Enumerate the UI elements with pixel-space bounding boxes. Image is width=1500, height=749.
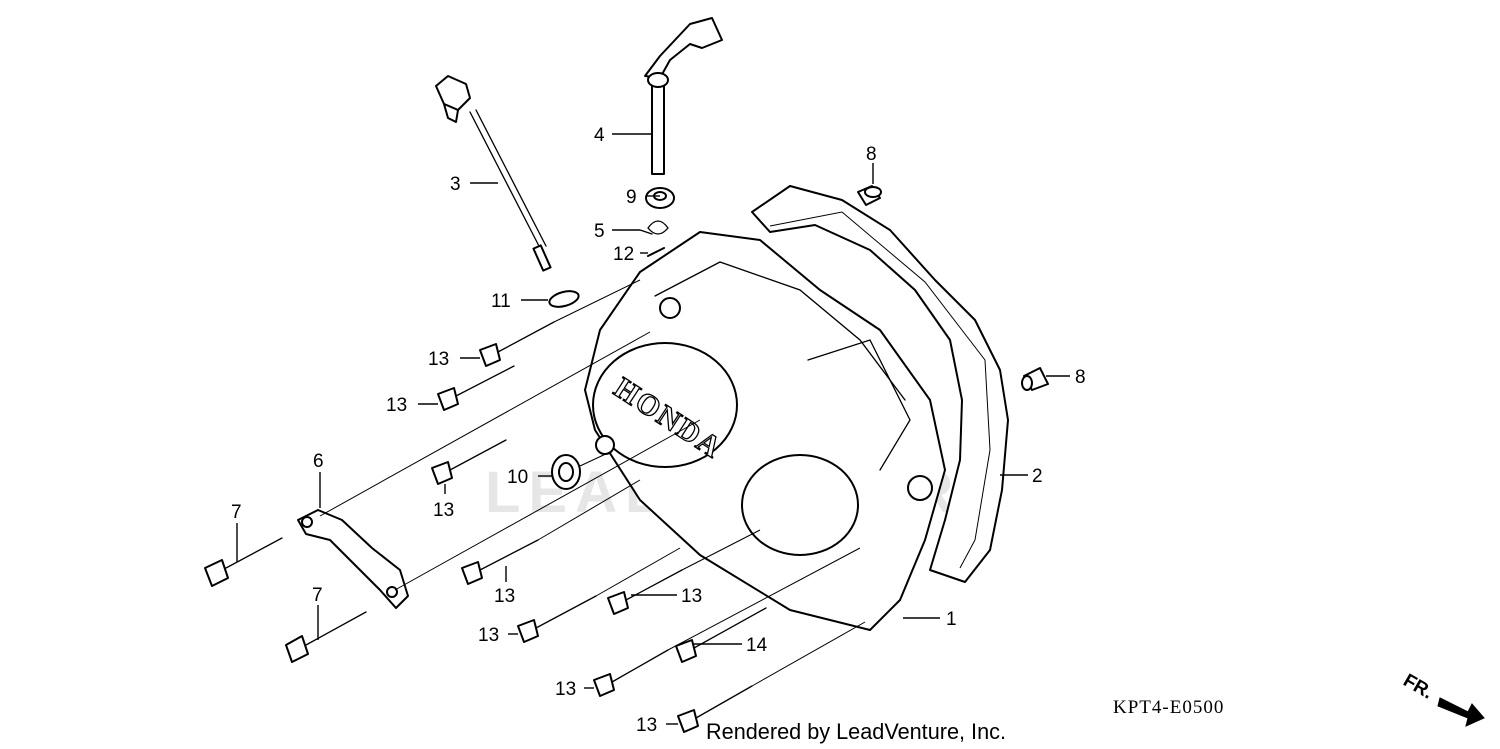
front-arrow-icon: [1437, 697, 1485, 727]
oil-seal-part-9[interactable]: [645, 187, 675, 209]
bolt-part-13-b[interactable]: [437, 365, 515, 411]
bolt-part-7-upper[interactable]: [204, 537, 283, 587]
callout-3[interactable]: 3: [450, 174, 461, 195]
callout-13-f[interactable]: 13: [478, 625, 499, 646]
callout-13-e[interactable]: 13: [681, 586, 702, 607]
callouts: 4 3 9 5 12 11 13 13 13 10 6 7 7 8 8 2 1 …: [231, 125, 1086, 736]
bolt-part-13-e[interactable]: [607, 569, 683, 615]
oil-seal-part-10[interactable]: [551, 454, 581, 490]
return-spring-part-5[interactable]: [639, 220, 669, 235]
bolt-part-13-f[interactable]: [517, 595, 597, 643]
callout-13-g[interactable]: 13: [555, 679, 576, 700]
callout-13-c[interactable]: 13: [433, 500, 454, 521]
dowel-pin-right[interactable]: [1021, 367, 1049, 391]
callout-9[interactable]: 9: [626, 187, 637, 208]
dowel-pin-upper[interactable]: [857, 185, 882, 206]
gasket-part-2[interactable]: [751, 185, 1009, 583]
callout-4[interactable]: 4: [594, 125, 605, 146]
callout-2[interactable]: 2: [1032, 466, 1043, 487]
crankcase-cover-part-1[interactable]: HONDA: [584, 231, 946, 631]
bolt-part-13-g[interactable]: [593, 649, 669, 697]
bolt-part-13-c[interactable]: [431, 439, 507, 485]
callout-13-d[interactable]: 13: [494, 586, 515, 607]
render-credit: Rendered by LeadVenture, Inc.: [706, 719, 1006, 744]
pin-part-12[interactable]: [647, 247, 665, 257]
oil-filler-cap-dipstick-part-3[interactable]: [435, 75, 552, 272]
callout-8-right[interactable]: 8: [1075, 367, 1086, 388]
callout-10[interactable]: 10: [507, 467, 528, 488]
callout-6[interactable]: 6: [313, 451, 324, 472]
assembly-lines: [319, 279, 866, 687]
front-label: FR.: [1400, 670, 1437, 703]
callout-13-a[interactable]: 13: [428, 349, 449, 370]
bolt-part-13-a[interactable]: [479, 321, 555, 367]
bolt-part-14[interactable]: [675, 607, 767, 663]
leader-lines: [236, 133, 1070, 725]
callout-5[interactable]: 5: [594, 221, 605, 242]
diagram-code: KPT4-E0500: [1113, 697, 1224, 718]
o-ring-part-11[interactable]: [548, 288, 581, 309]
callout-13-b[interactable]: 13: [386, 395, 407, 416]
shift-arm-part-4[interactable]: [644, 17, 723, 175]
callout-11[interactable]: 11: [491, 291, 511, 312]
callout-7-lower[interactable]: 7: [312, 585, 323, 606]
bolt-part-13-h[interactable]: [677, 685, 753, 733]
callout-8-upper[interactable]: 8: [866, 144, 877, 165]
callout-14[interactable]: 14: [746, 635, 768, 656]
callout-1[interactable]: 1: [946, 609, 957, 630]
callout-13-h[interactable]: 13: [636, 715, 657, 736]
front-direction-indicator: FR.: [1400, 670, 1485, 727]
callout-12[interactable]: 12: [613, 244, 634, 265]
bolt-part-13-d[interactable]: [461, 539, 539, 585]
bolt-part-7-lower[interactable]: [285, 611, 367, 663]
callout-7-upper[interactable]: 7: [231, 502, 242, 523]
bracket-part-6[interactable]: [297, 509, 409, 609]
